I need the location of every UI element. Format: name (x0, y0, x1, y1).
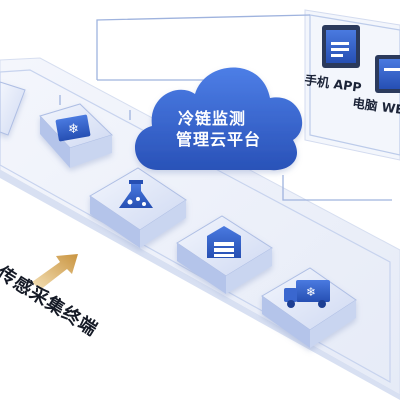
svg-text:❄: ❄ (68, 122, 79, 137)
cloud-platform (134, 67, 303, 171)
monitor-icon (375, 55, 400, 93)
up-arrow-icon (32, 254, 78, 290)
cloud-title-line2: 管理云平台 (176, 130, 261, 149)
flask-icon (119, 180, 153, 208)
thermometer-snowflake-icon: ❄ (55, 114, 91, 142)
cloud-title-line1: 冷链监测 (178, 109, 246, 128)
warehouse-icon (207, 226, 241, 258)
sensor-tile-partial (0, 81, 26, 136)
svg-text:❄: ❄ (306, 285, 316, 299)
refrigerated-truck-icon: ❄ (284, 280, 330, 308)
mobile-phone-icon (322, 25, 360, 68)
